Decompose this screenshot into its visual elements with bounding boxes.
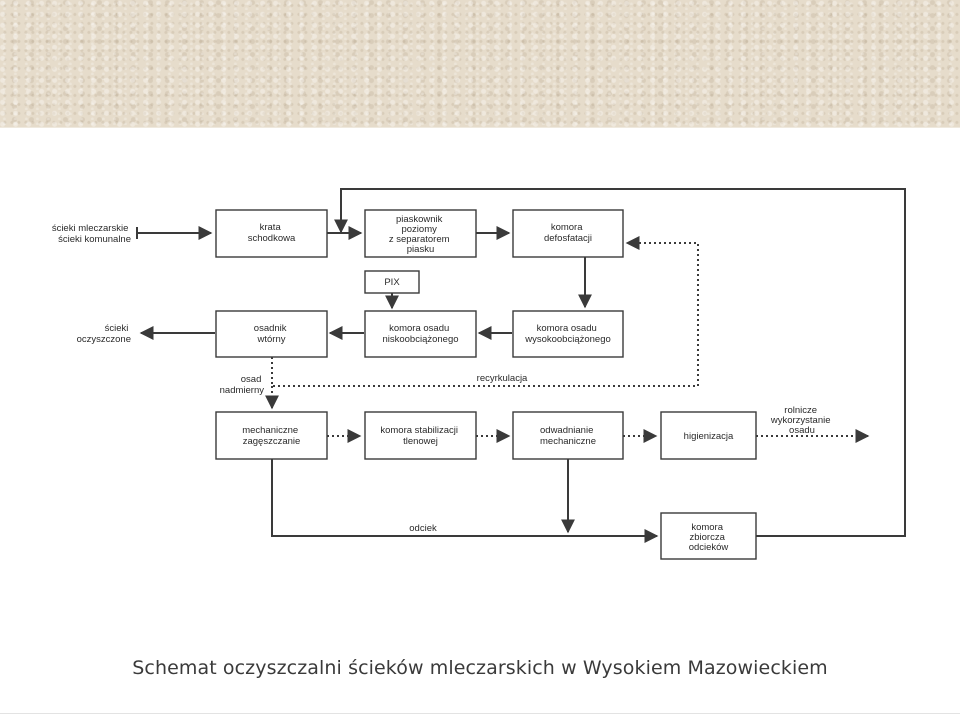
svg-text:ścieki oczyszczone: ścieki oczyszczone <box>77 323 131 345</box>
svg-text:piaskownik poziomy: piaskownik poziomy z separatorem piasku <box>389 214 452 255</box>
label-recirculation: recyrkulacja <box>477 373 528 384</box>
svg-text:odciek: odciek <box>409 523 437 534</box>
node-text: odcieków <box>689 542 729 553</box>
label-leachate: odciek <box>409 523 437 534</box>
label-text: ścieki <box>105 323 129 334</box>
node-text: komora osadu <box>389 323 449 334</box>
svg-text:mechaniczne zagęszczanie: mechaniczne zagęszczanie <box>242 425 301 447</box>
node-text: osadnik <box>254 323 287 334</box>
svg-text:higienizacja: higienizacja <box>684 431 734 442</box>
label-inflow: ścieki mleczarskie ścieki komunalne <box>52 223 131 245</box>
label-text: ścieki komunalne <box>58 234 131 245</box>
svg-text:ścieki mleczarskie ściek: ścieki mleczarskie ścieki komunalne <box>52 223 131 245</box>
svg-text:komora osadu wysokoobcią: komora osadu wysokoobciążonego <box>524 323 611 345</box>
node-zageszczanie: mechaniczne zagęszczanie <box>215 411 328 460</box>
svg-text:osad nadmierny: osad nadmierny <box>220 374 265 396</box>
node-text: komora <box>551 222 583 233</box>
svg-text:osadnik wtórny: osadnik wtórny <box>254 323 289 345</box>
svg-text:PIX: PIX <box>384 277 400 288</box>
node-text: wtórny <box>257 334 286 345</box>
node-wysokoobciazonego: komora osadu wysokoobciążonego <box>512 310 624 358</box>
svg-text:komora osadu niskoobciąż: komora osadu niskoobciążonego <box>382 323 458 345</box>
footer-divider <box>0 713 960 714</box>
node-text: zagęszczanie <box>243 436 301 447</box>
svg-text:odwadnianie mechaniczne: odwadnianie mechaniczne <box>540 425 596 447</box>
node-text: piaskownik <box>396 214 443 225</box>
edge-zageszczanie-leachate <box>271 459 659 543</box>
node-text: zbiorcza <box>689 532 725 543</box>
svg-text:komora defosfatacji: komora defosfatacji <box>544 222 592 244</box>
banner-divider <box>0 127 960 128</box>
node-text: komora stabilizacji <box>380 425 458 436</box>
label-text: recyrkulacja <box>477 373 528 384</box>
node-text: mechaniczne <box>540 436 596 447</box>
node-text: piasku <box>407 244 434 255</box>
node-text: PIX <box>384 277 400 288</box>
node-text: schodkowa <box>248 233 296 244</box>
label-text: wykorzystanie <box>770 415 831 426</box>
node-text: poziomy <box>401 224 437 235</box>
node-text: niskoobciążonego <box>382 334 458 345</box>
label-text: rolnicze <box>784 405 817 416</box>
node-text: komora osadu <box>537 323 597 334</box>
label-agriculture: rolnicze wykorzystanie osadu <box>770 405 833 436</box>
node-zbiorcza: komora zbiorcza odcieków <box>660 512 757 560</box>
node-stabilizacji: komora stabilizacji tlenowej <box>364 411 477 460</box>
label-text: ścieki mleczarskie <box>52 223 129 234</box>
node-text: komora <box>691 522 723 533</box>
node-higienizacja: higienizacja <box>660 411 757 460</box>
diagram-caption: Schemat oczyszczalni ścieków mleczarskic… <box>132 657 828 679</box>
label-text: oczyszczone <box>77 334 131 345</box>
node-defosfatacji: komora defosfatacji <box>512 209 624 258</box>
node-osadnik: osadnik wtórny <box>215 310 328 358</box>
node-text: z separatorem <box>389 234 450 245</box>
svg-text:recyrkulacja: recyrkulacja <box>477 373 528 384</box>
node-text: odwadnianie <box>540 425 593 436</box>
edge-return-loop-to-krata-outlet <box>334 188 906 537</box>
label-outflow: ścieki oczyszczone <box>77 323 131 345</box>
node-text: higienizacja <box>684 431 734 442</box>
node-niskoobciazonego: komora osadu niskoobciążonego <box>364 310 477 358</box>
node-text: tlenowej <box>403 436 438 447</box>
label-text: nadmierny <box>220 385 265 396</box>
svg-text:komora zbiorcza od: komora zbiorcza odcieków <box>689 522 729 553</box>
label-text: osadu <box>789 425 815 436</box>
textured-header-banner <box>0 0 960 128</box>
node-piaskownik: piaskownik poziomy z separatorem piasku <box>364 209 477 258</box>
node-krata: krata schodkowa <box>215 209 328 258</box>
svg-text:komora stabilizacji tlen: komora stabilizacji tlenowej <box>380 425 460 447</box>
node-text: wysokoobciążonego <box>524 334 611 345</box>
node-text: mechaniczne <box>242 425 298 436</box>
node-pix: PIX <box>364 270 420 294</box>
edge-recirculation <box>271 236 699 387</box>
label-text: odciek <box>409 523 437 534</box>
node-text: defosfatacji <box>544 233 592 244</box>
node-text: krata <box>260 222 282 233</box>
label-text: osad <box>241 374 262 385</box>
svg-text:rolnicze wykorzystanie: rolnicze wykorzystanie osadu <box>770 405 833 436</box>
label-excess-sludge: osad nadmierny <box>220 374 265 396</box>
node-odwadnianie: odwadnianie mechaniczne <box>512 411 624 460</box>
svg-text:krata schodkowa: krata schodkowa <box>248 222 296 244</box>
